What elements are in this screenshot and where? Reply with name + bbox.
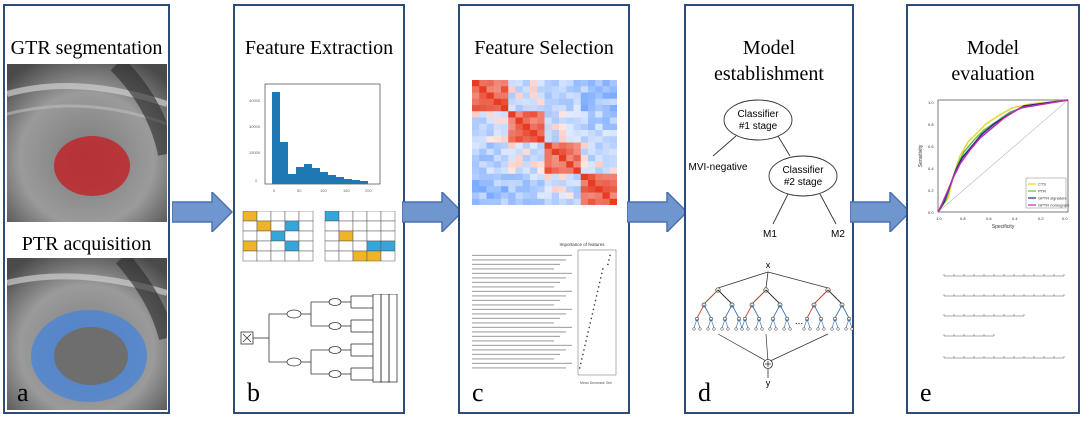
svg-text:0.2: 0.2 — [928, 188, 934, 193]
svg-text:0.8: 0.8 — [960, 216, 966, 221]
feature-histogram: 40000 30000 15000 0 0 50 100 150 200 — [249, 83, 381, 193]
roc-ylabel: Sensitivity — [918, 144, 924, 167]
flow-arrow-2 — [402, 192, 464, 232]
svg-text:30000: 30000 — [249, 124, 261, 129]
correlation-heatmap — [472, 80, 617, 205]
classifier2-label-line2: #2 stage — [784, 177, 823, 188]
forest-input-x: x — [766, 260, 771, 270]
ptr-ultrasound-image — [7, 258, 167, 410]
gtr-mask — [54, 136, 130, 196]
roc-xlabel: Specificity — [992, 224, 1015, 230]
legend-ptr: PTR — [1038, 189, 1046, 194]
flow-arrow-3 — [627, 192, 689, 232]
model-evaluation-title-line1: Model — [966, 37, 1020, 59]
panel-feature-extraction: Feature Extraction 40000 30000 15000 0 0 50 1… — [233, 4, 405, 414]
svg-text:150: 150 — [343, 188, 350, 193]
nomogram-plot — [943, 274, 1065, 359]
random-forest-diagram: x ... y — [692, 260, 854, 388]
panel-letter-c: c — [472, 378, 484, 407]
ptr-acquisition-title: PTR acquisition — [21, 233, 152, 255]
roc-legend: CTS PTR GPTR signature GPTR nomogram — [1025, 177, 1070, 209]
panel-feature-selection: Feature Selection Importance of features… — [458, 4, 630, 414]
m2-label: M2 — [831, 229, 845, 240]
svg-text:0.6: 0.6 — [928, 144, 934, 149]
feature-importance-plot: Importance of features Mean Decrease Gin… — [472, 242, 617, 385]
feature-selection-title: Feature Selection — [474, 37, 614, 59]
panel-gtr-ptr: GTR segmentation PTR acquisition a — [3, 4, 170, 414]
svg-text:0: 0 — [273, 188, 276, 193]
gtr-ultrasound-image — [7, 64, 167, 222]
svg-text:0: 0 — [255, 178, 258, 183]
classifier1-label-line1: Classifier — [737, 109, 779, 120]
svg-text:0.2: 0.2 — [1038, 216, 1044, 221]
svg-text:1.0: 1.0 — [936, 216, 942, 221]
panel-model-establishment: Model establishment Classifier #1 stage … — [684, 4, 854, 414]
roc-curve-plot: 1.0 0.8 0.6 0.4 0.2 0.0 1.0 0.8 0.6 0.4 0.2 0.0 Se… — [918, 99, 1070, 230]
flow-arrow-4 — [850, 192, 912, 232]
legend-gptr-nomogram: GPTR nomogram — [1038, 203, 1070, 208]
panel-letter-e: e — [920, 378, 932, 407]
importance-title: Importance of features — [559, 242, 605, 247]
model-evaluation-title-line2: evaluation — [951, 63, 1035, 85]
wavelet-decomposition-diagram — [240, 294, 398, 383]
svg-text:0.6: 0.6 — [986, 216, 992, 221]
m1-label: M1 — [763, 229, 777, 240]
legend-gptr-signature: GPTR signature — [1038, 196, 1067, 201]
svg-text:0.0: 0.0 — [1062, 216, 1068, 221]
svg-text:15000: 15000 — [249, 150, 261, 155]
mvi-negative-label: MVI-negative — [689, 162, 748, 173]
forest-ellipsis: ... — [795, 316, 803, 327]
model-establishment-title-line2: establishment — [714, 63, 824, 85]
svg-text:200: 200 — [365, 188, 372, 193]
svg-text:0.8: 0.8 — [928, 122, 934, 127]
legend-cts: CTS — [1038, 182, 1046, 187]
classifier2-label-line1: Classifier — [782, 165, 824, 176]
svg-text:0.0: 0.0 — [928, 210, 934, 215]
two-stage-classifier-diagram: Classifier #1 stage Classifier #2 stage … — [689, 99, 845, 240]
panel-letter-b: b — [247, 378, 260, 407]
gray-level-matrices — [242, 211, 396, 262]
gtr-segmentation-title: GTR segmentation — [10, 37, 163, 59]
svg-text:0.4: 0.4 — [928, 166, 934, 171]
svg-text:50: 50 — [297, 188, 302, 193]
svg-text:Mean Decrease Gini: Mean Decrease Gini — [580, 381, 612, 385]
flow-arrow-1 — [172, 192, 234, 232]
feature-extraction-title: Feature Extraction — [244, 37, 394, 59]
forest-output-y: y — [766, 378, 771, 388]
classifier1-label-line2: #1 stage — [739, 121, 778, 132]
model-establishment-title-line1: Model — [742, 37, 796, 59]
svg-text:100: 100 — [320, 188, 327, 193]
panel-letter-a: a — [17, 378, 29, 407]
panel-letter-d: d — [698, 378, 711, 407]
svg-text:40000: 40000 — [249, 98, 261, 103]
svg-text:1.0: 1.0 — [928, 100, 934, 105]
svg-text:0.4: 0.4 — [1012, 216, 1018, 221]
